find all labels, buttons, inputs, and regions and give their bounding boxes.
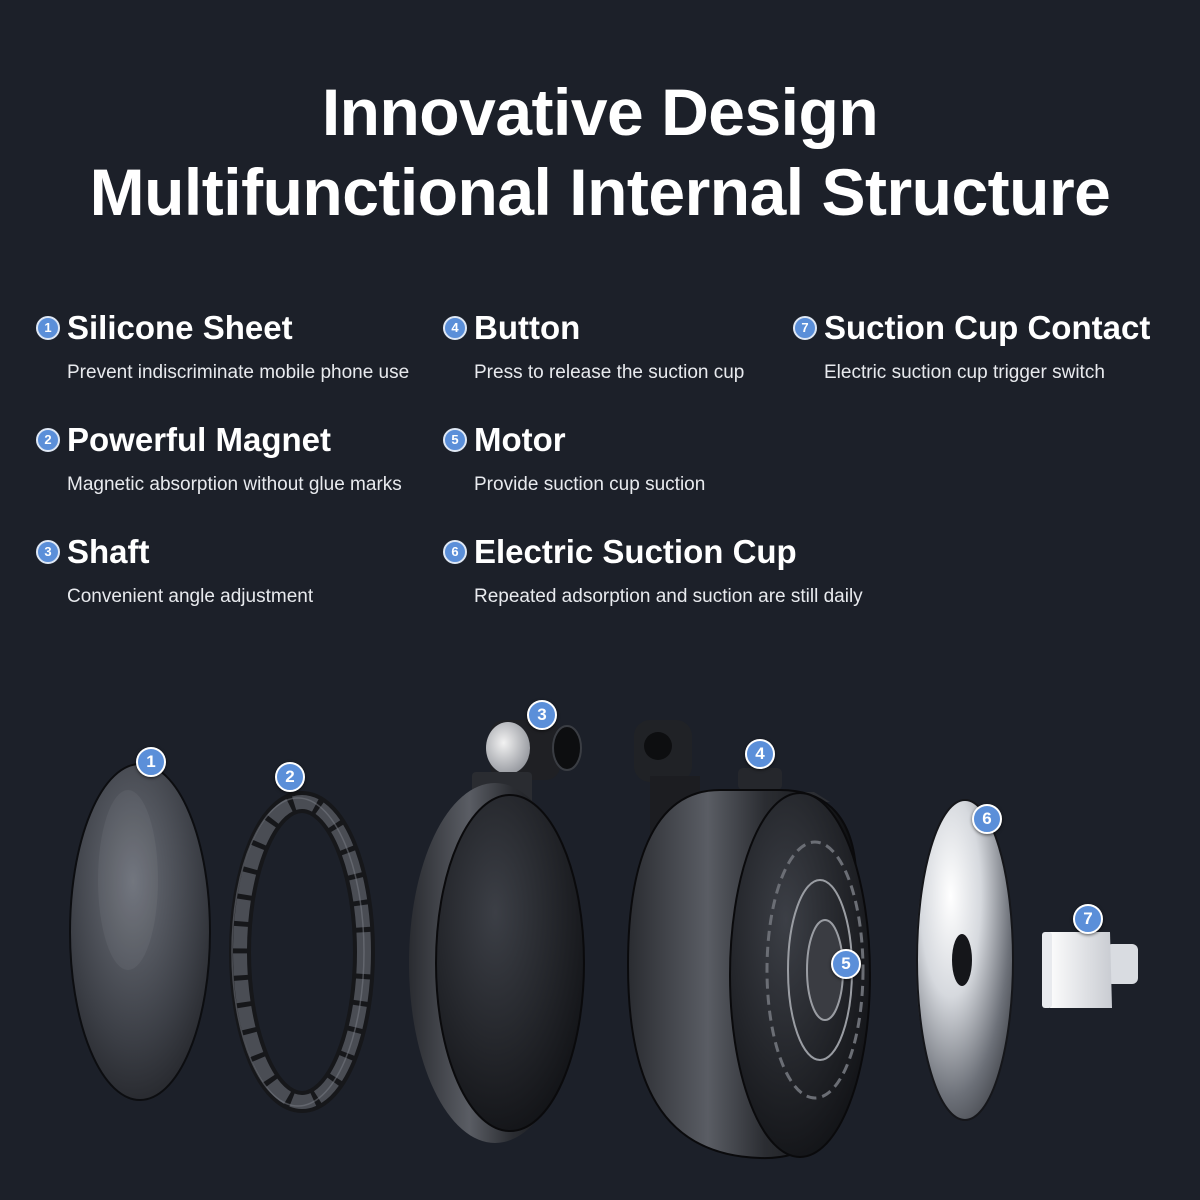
feature-description: Provide suction cup suction [474,474,706,495]
motor-body-part [626,720,871,1160]
number-badge: 3 [36,540,60,564]
silicone-sheet-part [69,763,211,1101]
feature-title: Electric Suction Cup [474,533,797,570]
feature-description: Repeated adsorption and suction are stil… [474,586,863,607]
number-badge: 7 [793,316,817,340]
headline: Innovative Design Multifunctional Intern… [0,72,1200,232]
exploded-parts-illustration: 1 2 3 4 5 6 7 [0,640,1200,1200]
callout-2: 2 [275,762,305,792]
feature-title: Silicone Sheet [67,309,293,346]
number-badge: 4 [443,316,467,340]
number-badge: 6 [443,540,467,564]
feature-title: Motor [474,421,566,458]
feature-electric-suction-cup: 6 Electric Suction Cup Repeated adsorptio… [443,532,863,608]
feature-title: Powerful Magnet [67,421,332,458]
callout-1: 1 [136,747,166,777]
callout-7: 7 [1073,904,1103,934]
feature-list: 1 Silicone Sheet Prevent indiscriminate m… [36,308,1150,608]
feature-title: Shaft [67,533,150,570]
callout-3: 3 [527,700,557,730]
feature-powerful-magnet: 2 Powerful Magnet Magnetic absorption wit… [36,420,402,496]
headline-line-1: Innovative Design [321,75,879,149]
headline-line-2: Multifunctional Internal Structure [89,155,1111,229]
callout-6: 6 [972,804,1002,834]
feature-description: Prevent indiscriminate mobile phone use [67,362,410,383]
magnet-ring-part [229,791,375,1113]
feature-shaft: 3 Shaft Convenient angle adjustment [36,532,313,608]
feature-motor: 5 Motor Provide suction cup suction [443,420,705,496]
shaft-cap-part [409,720,585,1143]
suction-cup-part [916,799,1014,1121]
feature-description: Press to release the suction cup [474,362,745,383]
number-badge: 5 [443,428,467,452]
callout-4: 4 [745,739,775,769]
feature-description: Magnetic absorption without glue marks [67,474,402,495]
feature-button: 4 Button Press to release the suction cup [443,308,744,384]
feature-description: Electric suction cup trigger switch [824,362,1105,383]
suction-cup-contact-part [1042,932,1138,1008]
feature-suction-cup-contact: 7 Suction Cup Contact Electric suction cu… [793,308,1150,384]
callout-5: 5 [831,949,861,979]
feature-description: Convenient angle adjustment [67,586,314,607]
number-badge: 1 [36,316,60,340]
number-badge: 2 [36,428,60,452]
feature-silicone-sheet: 1 Silicone Sheet Prevent indiscriminate m… [36,308,409,384]
feature-title: Button [474,309,581,346]
feature-title: Suction Cup Contact [824,309,1151,346]
parts-drawing [69,720,1138,1160]
